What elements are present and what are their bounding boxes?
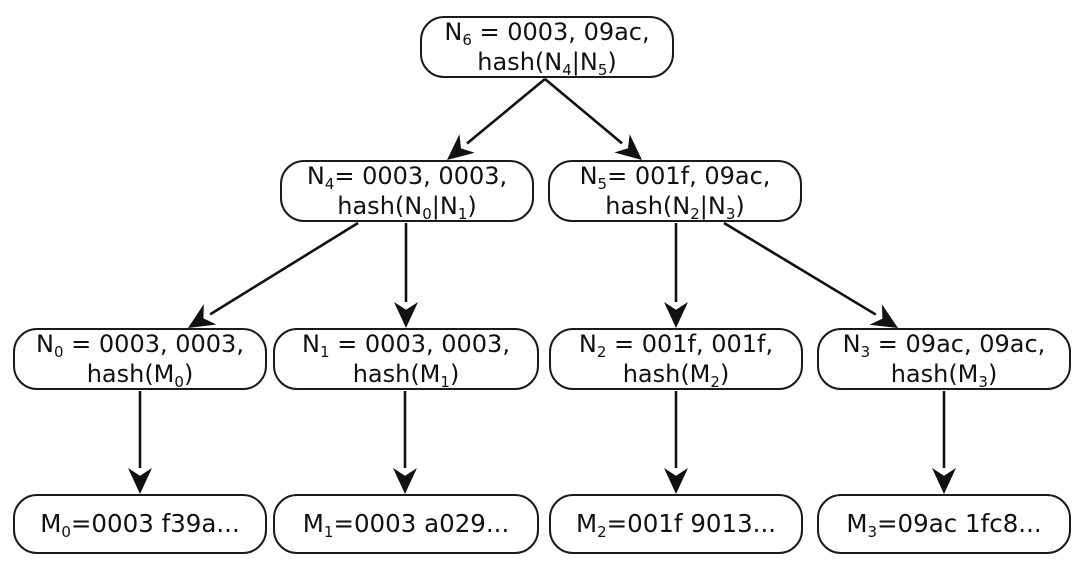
leaf-m0-text: M0=0003 f39a... [40,509,240,541]
node-n6-line1: N6 = 0003, 09ac, [444,18,650,49]
arrowhead-n2-m2 [664,468,688,494]
node-n3-line1: N3 = 09ac, 09ac, [842,330,1046,361]
node-n2: N2 = 001f, 001f, hash(M2) [549,328,803,390]
node-n4-line2: hash(N0|N1) [337,192,477,223]
leaf-m1-text: M1=0003 a029... [302,509,510,541]
arrowhead-n1-m1 [393,468,417,494]
leaf-m0: M0=0003 f39a... [13,494,267,554]
edge-n5-n3 [723,221,877,316]
arrowhead-n5-n2 [664,302,688,328]
leaf-m3-text: M3=09ac 1fc8... [846,509,1042,541]
node-n1: N1 = 0003, 0003, hash(M1) [273,328,539,390]
node-n4-line1: N4= 0003, 0003, [306,162,508,193]
node-n1-line1: N1 = 0003, 0003, [302,330,510,361]
node-n3-line2: hash(M3) [890,360,998,391]
node-n2-line2: hash(M2) [622,360,730,391]
node-n2-line1: N2 = 001f, 001f, [578,330,774,361]
leaf-m1: M1=0003 a029... [273,494,539,554]
node-n4: N4= 0003, 0003, hash(N0|N1) [280,160,534,222]
leaf-m2: M2=001f 9013... [549,494,803,554]
arrowhead-n4-n1 [394,302,418,328]
arrowhead-n0-m0 [128,468,152,494]
node-n6-line2: hash(N4|N5) [477,48,617,79]
leaf-m3: M3=09ac 1fc8... [817,494,1071,554]
node-n6: N6 = 0003, 09ac, hash(N4|N5) [420,16,674,78]
edge-n4-n0 [209,221,359,316]
node-n0: N0 = 0003, 0003, hash(M0) [13,328,267,390]
arrowhead-n5-n3 [869,304,898,328]
node-n3: N3 = 09ac, 09ac, hash(M3) [817,328,1071,390]
arrowhead-n6-n4 [447,134,475,160]
arrowhead-n4-n0 [188,304,217,328]
edge-n6-n4 [466,77,546,145]
node-n0-line2: hash(M0) [86,360,194,391]
edge-n6-n5 [544,78,623,145]
node-n5-line1: N5= 001f, 09ac, [579,162,771,193]
node-n1-line2: hash(M1) [352,360,460,391]
node-n5: N5= 001f, 09ac, hash(N2|N3) [548,160,802,222]
arrowhead-n3-m3 [932,468,956,494]
leaf-m2-text: M2=001f 9013... [575,509,777,541]
arrowhead-n6-n5 [614,134,642,160]
node-n0-line1: N0 = 0003, 0003, [36,330,244,361]
node-n5-line2: hash(N2|N3) [605,192,745,223]
